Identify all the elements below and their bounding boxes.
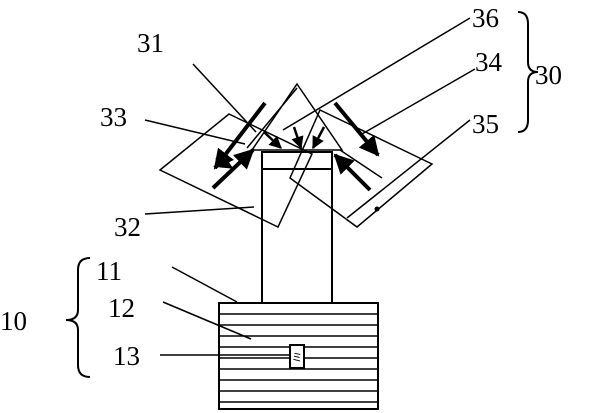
base-hatch-lines <box>219 313 378 403</box>
arrow-cap-3 <box>311 126 326 150</box>
label-35: 35 <box>472 109 499 139</box>
light-arrows <box>211 101 380 212</box>
leader-34 <box>361 68 476 135</box>
top-prism <box>250 82 344 151</box>
base-block-outline <box>218 302 379 410</box>
head-assembly <box>158 82 434 229</box>
label-12: 12 <box>108 293 135 323</box>
leader-lines <box>144 17 476 356</box>
arrow-ray-right-down <box>333 101 380 157</box>
arrow-cap-1 <box>263 131 282 149</box>
arrow-left-small <box>215 156 234 170</box>
label-32: 32 <box>114 212 141 242</box>
stem-top-cap <box>261 151 333 170</box>
leader-31 <box>192 63 257 133</box>
brace-30 <box>517 11 539 133</box>
leader-11 <box>171 266 238 303</box>
right-panel <box>289 108 434 228</box>
base-block: ミ <box>218 302 379 410</box>
leader-32 <box>144 206 255 215</box>
arrow-ray-right-up <box>333 153 372 192</box>
label-11: 11 <box>96 256 122 286</box>
arrow-cap-2 <box>291 126 304 150</box>
inner-left-edge <box>246 87 298 149</box>
label-36: 36 <box>472 3 499 33</box>
label-30: 30 <box>535 60 562 90</box>
leader-36 <box>282 17 471 131</box>
component-13-box <box>289 344 305 369</box>
arrow-ray-left-up <box>211 148 255 190</box>
marker-dot-35 <box>374 206 380 212</box>
left-panel <box>158 113 313 229</box>
label-10: 10 <box>0 306 27 336</box>
leader-33 <box>144 119 246 145</box>
label-34: 34 <box>475 47 503 77</box>
leader-12 <box>162 301 252 340</box>
label-13: 13 <box>113 341 140 371</box>
label-33: 33 <box>100 102 127 132</box>
brace-10 <box>65 257 91 378</box>
leader-35 <box>346 119 471 219</box>
label-31: 31 <box>137 28 164 58</box>
stem <box>219 151 378 304</box>
stem-sides <box>261 154 333 303</box>
component-13-glyph: ミ <box>292 352 303 364</box>
